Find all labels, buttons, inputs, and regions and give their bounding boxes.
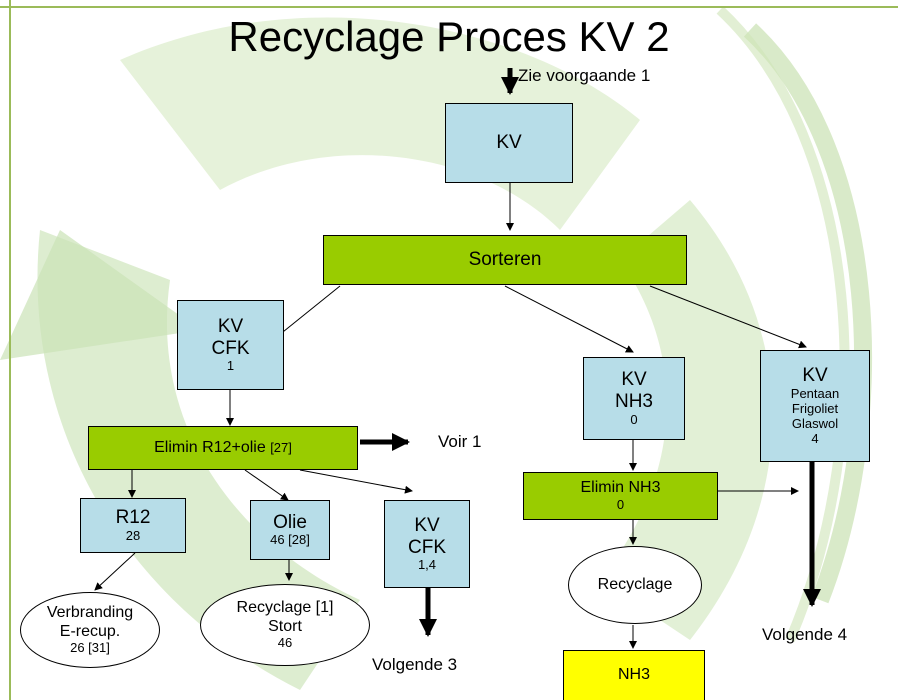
node-olie-label: Olie <box>273 511 307 533</box>
volgende-4-label: Volgende 4 <box>762 625 848 644</box>
node-kv-cfk-line2: CFK <box>211 337 250 359</box>
node-nh3-label: NH3 <box>617 666 650 684</box>
node-kv-pentaan-value: 4 <box>811 430 819 446</box>
node-kv: KV <box>445 103 573 183</box>
node-kv-cfk-2-line2: CFK <box>408 536 446 558</box>
node-kv-cfk-value: 1 <box>226 358 235 374</box>
node-nh3: NH3 <box>563 650 705 700</box>
node-kv-nh3: KV NH3 0 <box>583 357 685 440</box>
node-elimin-r12-label: Elimin R12+olie <box>154 438 266 456</box>
node-recyclage-stort-line1: Recyclage [1] <box>236 599 334 617</box>
node-kv-cfk-2-value: 1,4 <box>417 557 437 573</box>
node-olie-value: 46 [28] <box>270 532 310 548</box>
page-title: Recyclage Proces KV 2 <box>228 13 670 60</box>
node-verbranding-line1: Verbranding <box>46 604 134 622</box>
top-note: Zie voorgaande 1 <box>518 66 651 85</box>
node-r12-label: R12 <box>115 507 151 529</box>
node-kv-pentaan-line2: Pentaan <box>790 386 840 402</box>
node-kv-cfk-2: KV CFK 1,4 <box>384 500 470 588</box>
node-recyclage-stort: Recyclage [1] Stort 46 <box>200 584 370 666</box>
node-kv-pentaan-line4: Glaswol <box>791 415 839 431</box>
node-elimin-r12: Elimin R12+olie [27] <box>88 426 358 470</box>
volgende-3-label: Volgende 3 <box>372 655 458 674</box>
node-recyclage-label: Recyclage <box>597 575 673 593</box>
node-kv-pentaan-line3: Frigoliet <box>791 400 839 416</box>
node-recyclage-stort-line2: Stort <box>268 617 302 635</box>
node-elimin-nh3: Elimin NH3 0 <box>523 472 718 520</box>
node-r12: R12 28 <box>80 498 186 553</box>
voir-1-label: Voir 1 <box>438 432 482 451</box>
node-kv-cfk-2-line1: KV <box>414 514 440 536</box>
node-olie: Olie 46 [28] <box>250 500 330 560</box>
node-kv-cfk: KV CFK 1 <box>177 300 284 390</box>
node-r12-value: 28 <box>125 527 141 543</box>
node-verbranding-value: 26 [31] <box>70 639 110 655</box>
node-recyclage-stort-value: 46 <box>277 634 293 650</box>
node-elimin-nh3-value: 0 <box>616 496 625 512</box>
node-kv-cfk-line1: KV <box>217 315 244 337</box>
node-sorteren: Sorteren <box>323 235 687 285</box>
node-recyclage: Recyclage <box>568 546 702 624</box>
node-sorteren-label: Sorteren <box>468 249 542 271</box>
node-kv-nh3-line1: KV <box>621 369 647 391</box>
node-kv-pentaan-line1: KV <box>802 365 828 387</box>
node-elimin-nh3-label: Elimin NH3 <box>580 479 661 497</box>
node-kv-nh3-value: 0 <box>630 411 638 427</box>
node-verbranding-line2: E-recup. <box>59 622 121 640</box>
node-kv-nh3-line2: NH3 <box>614 391 653 413</box>
node-elimin-r12-ref: [27] <box>270 439 292 455</box>
node-kv-label: KV <box>496 132 522 154</box>
node-verbranding: Verbranding E-recup. 26 [31] <box>20 592 160 668</box>
node-kv-pentaan: KV Pentaan Frigoliet Glaswol 4 <box>760 350 870 462</box>
